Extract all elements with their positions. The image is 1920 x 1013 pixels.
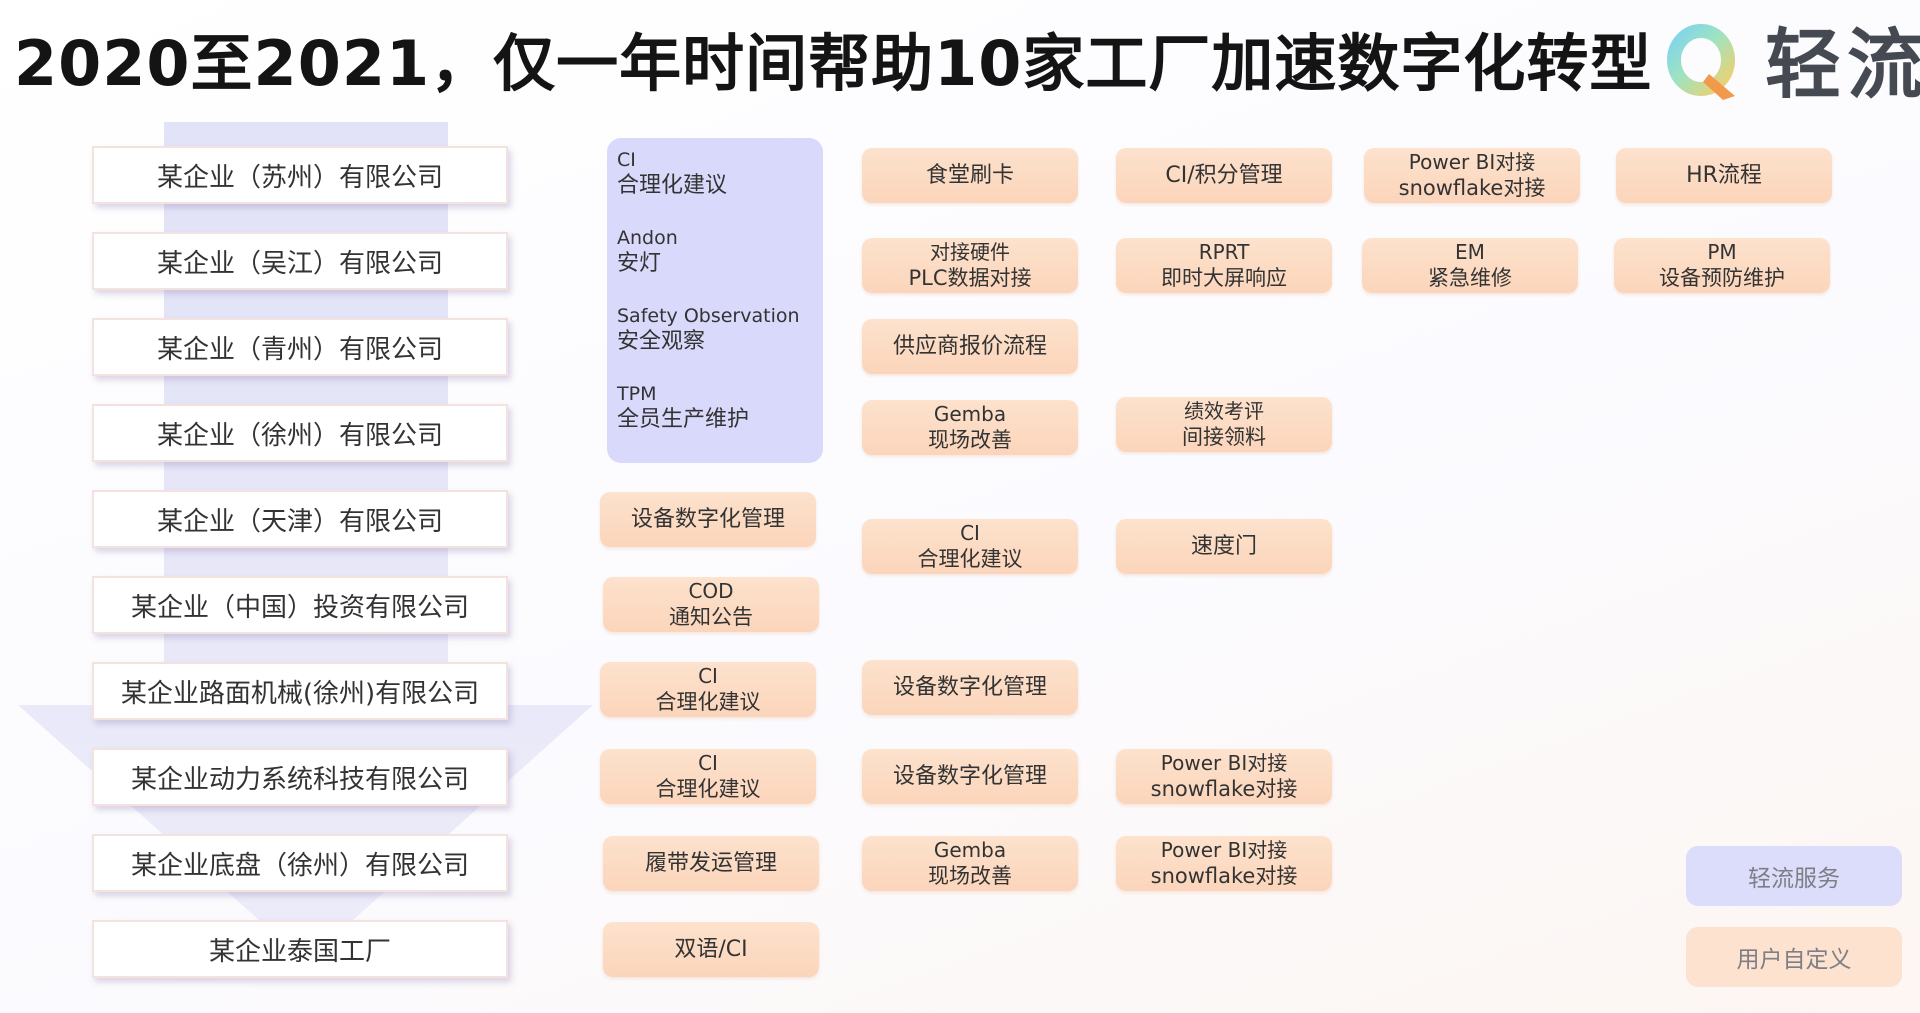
company-row: 某企业泰国工厂	[92, 920, 508, 978]
feature-tile: 食堂刷卡	[862, 148, 1078, 203]
feature-tile: 绩效考评 间接领料	[1116, 397, 1332, 452]
service-item-cn: 安全观察	[617, 329, 706, 354]
feature-tile: CI 合理化建议	[862, 519, 1078, 574]
feature-tile: 对接硬件 PLC数据对接	[862, 238, 1078, 293]
feature-tile: 供应商报价流程	[862, 319, 1078, 374]
company-row: 某企业（吴江）有限公司	[92, 232, 508, 290]
page-title: 2020至2021，仅一年时间帮助10家工厂加速数字化转型	[14, 27, 1653, 100]
q-logo-icon	[1667, 24, 1735, 100]
feature-tile: 设备数字化管理	[862, 749, 1078, 804]
feature-tile: RPRT 即时大屏响应	[1116, 238, 1332, 293]
feature-tile: 履带发运管理	[603, 836, 819, 891]
brand-logo: 轻流	[1665, 14, 1920, 114]
service-item-cn: 合理化建议	[617, 173, 728, 198]
company-row: 某企业动力系统科技有限公司	[92, 748, 508, 806]
service-item-en: Andon	[617, 227, 678, 249]
feature-tile: Gemba 现场改善	[862, 400, 1078, 455]
company-row: 某企业（徐州）有限公司	[92, 404, 508, 462]
service-item-cn: 全员生产维护	[617, 407, 750, 432]
service-item-en: CI	[617, 149, 636, 171]
feature-tile: CI 合理化建议	[600, 749, 816, 804]
company-row: 某企业（苏州）有限公司	[92, 146, 508, 204]
legend-service: 轻流服务	[1686, 846, 1902, 906]
logo-text: 轻流	[1765, 20, 1920, 109]
company-row: 某企业底盘（徐州）有限公司	[92, 834, 508, 892]
feature-tile: Power BI对接 snowflake对接	[1116, 749, 1332, 804]
feature-tile: CI/积分管理	[1116, 148, 1332, 203]
feature-tile: Power BI对接 snowflake对接	[1116, 836, 1332, 891]
feature-tile: EM 紧急维修	[1362, 238, 1578, 293]
service-item-cn: 安灯	[617, 251, 662, 276]
feature-tile: COD 通知公告	[603, 577, 819, 632]
company-row: 某企业（中国）投资有限公司	[92, 576, 508, 634]
feature-tile: CI 合理化建议	[600, 662, 816, 717]
company-row: 某企业（天津）有限公司	[92, 490, 508, 548]
feature-tile: HR流程	[1616, 148, 1832, 203]
feature-tile: 速度门	[1116, 519, 1332, 574]
service-panel: CI 合理化建议 Andon 安灯 Safety Observation 安全观…	[607, 138, 823, 463]
feature-tile: 设备数字化管理	[600, 492, 816, 547]
feature-tile: Power BI对接 snowflake对接	[1364, 148, 1580, 203]
feature-tile: Gemba 现场改善	[862, 836, 1078, 891]
company-row: 某企业路面机械(徐州)有限公司	[92, 662, 508, 720]
feature-tile: 设备数字化管理	[862, 660, 1078, 715]
service-item-en: TPM	[617, 383, 657, 405]
company-row: 某企业（青州）有限公司	[92, 318, 508, 376]
service-item-en: Safety Observation	[617, 305, 800, 327]
legend-custom: 用户自定义	[1686, 927, 1902, 987]
feature-tile: 双语/CI	[603, 922, 819, 977]
feature-tile: PM 设备预防维护	[1614, 238, 1830, 293]
